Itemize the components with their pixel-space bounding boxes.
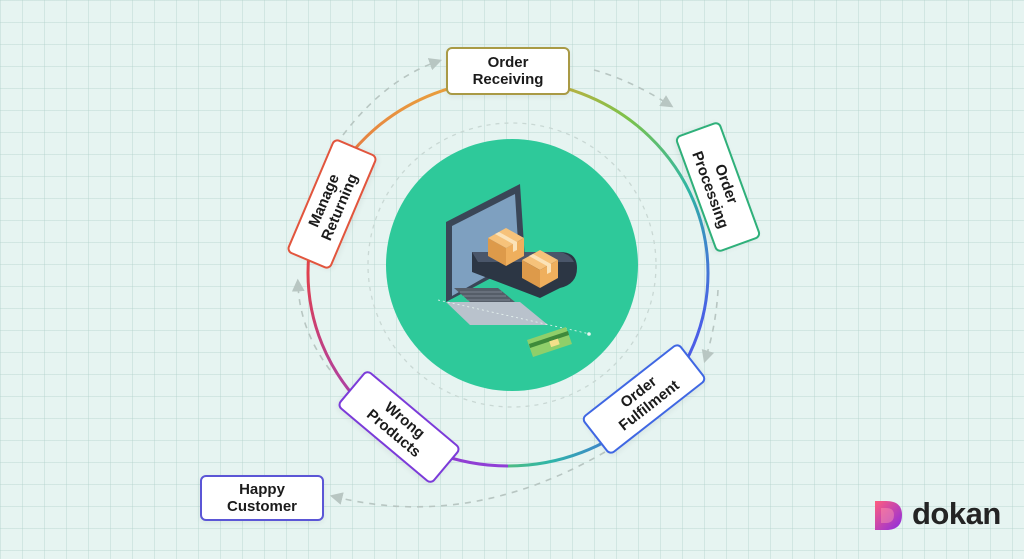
- arrow-wrong-to-returning: [291, 278, 331, 371]
- credit-card-icon: [527, 327, 591, 357]
- stage-order-receiving: Order Receiving: [446, 47, 570, 95]
- arrow-processing-to-fulfilment: [701, 289, 719, 364]
- arrow-returning-to-receiving: [342, 58, 443, 136]
- box-icon: [522, 250, 558, 288]
- dokan-logo-icon: [875, 501, 902, 530]
- flow-arrows: [291, 58, 719, 508]
- brand-name: dokan: [912, 496, 1001, 531]
- dokan-logo: dokan: [872, 496, 1001, 531]
- inner-dashed-ring: [367, 122, 657, 408]
- box-icon: [488, 228, 524, 266]
- stage-label: Order Receiving: [472, 54, 544, 88]
- arrow-fulfilment-to-customer: [329, 451, 606, 508]
- arrow-receiving-to-processing: [593, 69, 674, 108]
- stage-happy-customer: Happy Customer: [200, 475, 324, 521]
- stage-label: Happy Customer: [226, 481, 297, 515]
- laptop-icon: [437, 184, 591, 335]
